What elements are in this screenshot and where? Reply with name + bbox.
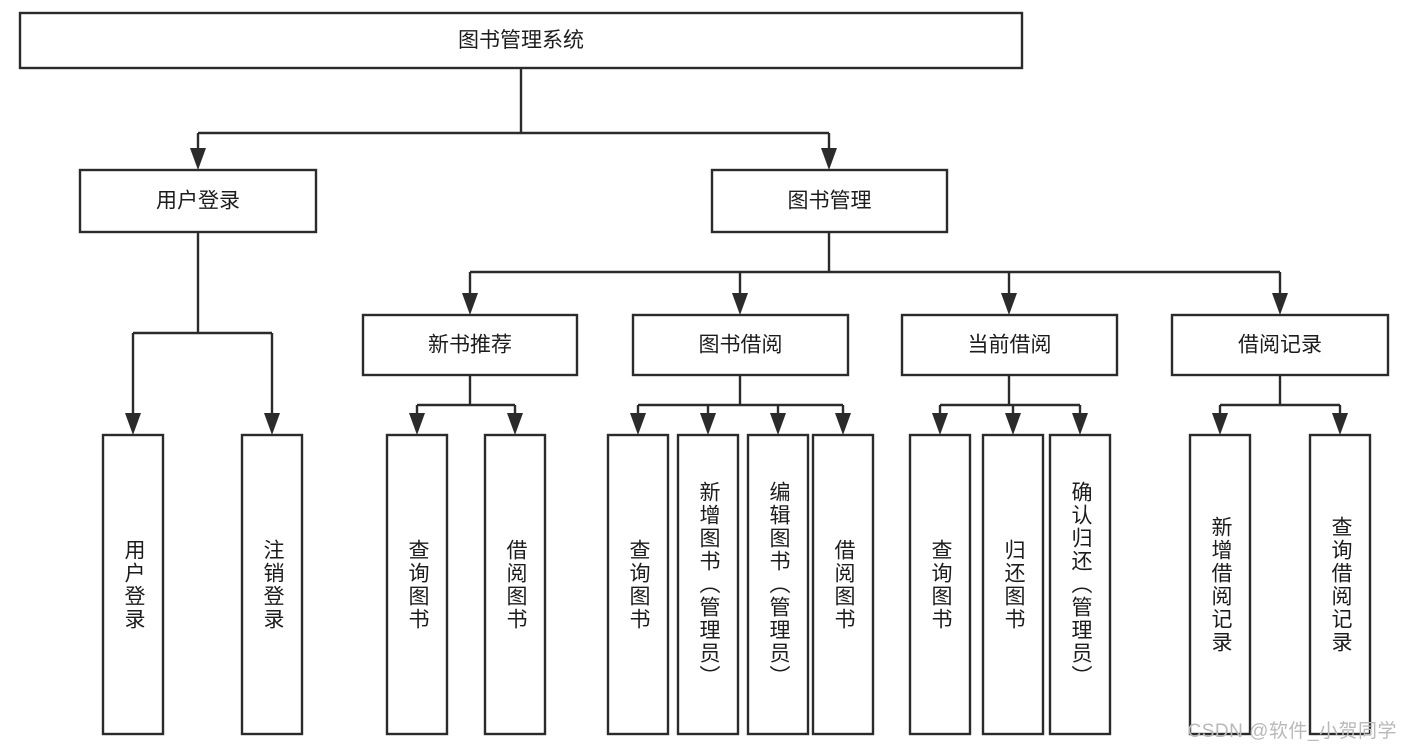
node-level3-label-1: 图书借阅 [699,334,783,357]
login-drop-1-arrow-icon [264,413,280,435]
node-leaf-查询图书[interactable] [606,433,670,736]
group-1-child-1-arrow-icon [700,413,716,435]
node-root-label: 图书管理系统 [458,29,584,52]
node-leaf-查询图书[interactable] [908,433,972,736]
node-level3-label-0: 新书推荐 [428,334,512,357]
group-3-child-0-arrow-icon [1212,413,1228,435]
node-level3-当前借阅[interactable] [900,313,1119,377]
mgmt-drop-1-arrow-icon [732,293,748,315]
node-leaf-用户登录[interactable] [101,433,165,736]
group-3-child-1-arrow-icon [1332,413,1348,435]
group-2-child-0-arrow-icon [932,413,948,435]
node-leaf-借阅图书[interactable] [483,433,547,736]
group-2-child-2-arrow-icon [1072,413,1088,435]
node-level3-label-2: 当前借阅 [968,334,1052,357]
mgmt-drop-3-arrow-icon [1272,293,1288,315]
node-level2-label-0: 用户登录 [156,190,240,213]
node-level3-label-3: 借阅记录 [1238,334,1322,357]
node-level2-图书管理[interactable] [710,168,949,234]
group-1-child-0-arrow-icon [630,413,646,435]
node-root-图书管理系统[interactable] [18,11,1024,70]
mgmt-drop-0-arrow-icon [462,293,478,315]
root-drop-1-arrow-icon [821,148,837,170]
connector-layer [125,68,1348,435]
node-leaf-新增借阅记录[interactable] [1188,433,1252,736]
node-level3-图书借阅[interactable] [631,313,850,377]
node-leaf-归还图书[interactable] [981,433,1045,736]
node-level3-新书推荐[interactable] [361,313,579,377]
group-0-child-1-arrow-icon [507,413,523,435]
root-drop-0-arrow-icon [190,148,206,170]
node-leaf-借阅图书[interactable] [811,433,875,736]
node-leaf-注销登录[interactable] [240,433,304,736]
node-leaf-新增图书管理员[interactable] [676,433,740,736]
node-leaf-查询借阅记录[interactable] [1308,433,1372,736]
watermark-text: CSDN @软件_小贺同学 [1187,721,1397,742]
group-1-child-2-arrow-icon [770,413,786,435]
group-1-child-3-arrow-icon [835,413,851,435]
node-level2-label-1: 图书管理 [788,190,872,213]
node-leaf-查询图书[interactable] [385,433,449,736]
mgmt-drop-2-arrow-icon [1001,293,1017,315]
group-2-child-1-arrow-icon [1005,413,1021,435]
node-level2-用户登录[interactable] [78,168,318,234]
group-0-child-0-arrow-icon [409,413,425,435]
login-drop-0-arrow-icon [125,413,141,435]
node-level3-借阅记录[interactable] [1170,313,1390,377]
node-leaf-编辑图书管理员[interactable] [746,433,810,736]
node-leaf-确认归还管理员[interactable] [1048,433,1112,736]
